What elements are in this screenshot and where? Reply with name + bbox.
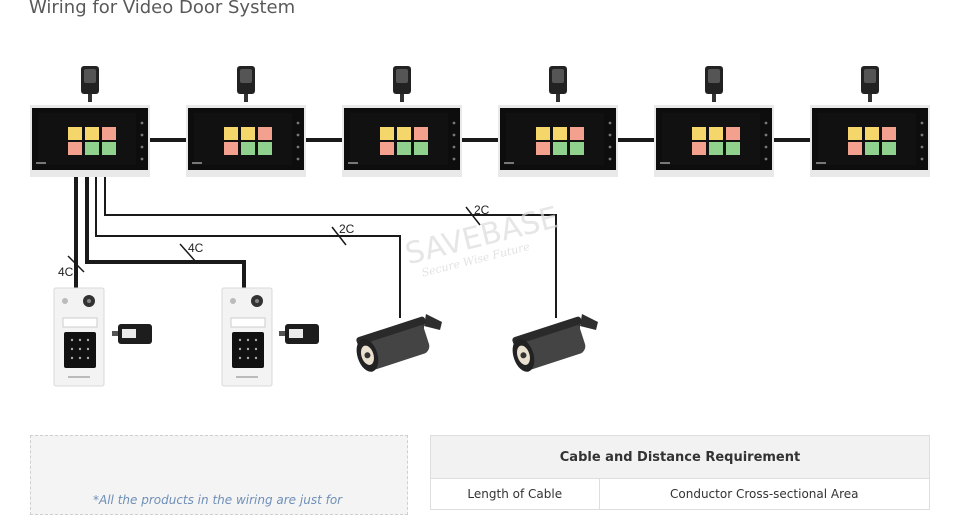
monitor-5-mount-icon (705, 66, 723, 102)
cable-camera-1 (95, 177, 401, 318)
camera-2-icon (507, 314, 598, 375)
wire-label-4: 2C (474, 203, 490, 217)
column-header-area: Conductor Cross-sectional Area (598, 478, 931, 510)
note-box: *All the products in the wiring are just… (30, 435, 408, 515)
monitor-6-mount-icon (861, 66, 879, 102)
monitor-1-mount-icon (81, 66, 99, 102)
wire-label-2: 4C (188, 241, 204, 255)
door-station-1 (53, 287, 105, 387)
monitor-6 (810, 66, 930, 177)
table-title: Cable and Distance Requirement (430, 435, 930, 479)
column-header-length: Length of Cable (430, 478, 600, 510)
page-title: Wiring for Video Door System (29, 0, 296, 18)
cable-requirement-table: Cable and Distance Requirement Length of… (430, 435, 931, 510)
power-adapter-1-icon (112, 324, 152, 344)
monitor-2 (186, 66, 306, 177)
monitor-3-mount-icon (393, 66, 411, 102)
power-adapter-2-icon (279, 324, 319, 344)
monitor-3 (342, 66, 462, 177)
monitor-5 (654, 66, 774, 177)
cable-camera-2 (104, 177, 557, 318)
note-text: *All the products in the wiring are just… (93, 493, 343, 507)
camera-1-icon (351, 314, 442, 375)
door-station-2 (221, 287, 273, 387)
monitor-2-mount-icon (237, 66, 255, 102)
monitor-4-mount-icon (549, 66, 567, 102)
wiring-diagram: 4C 4C 2C 2C SAVEBASE Secure Wise Future (30, 66, 930, 387)
cable-door-station-2 (85, 177, 246, 290)
wire-label-1: 4C (58, 265, 74, 279)
monitor-1 (30, 66, 150, 177)
monitor-4 (498, 66, 618, 177)
wire-label-3: 2C (339, 222, 355, 236)
